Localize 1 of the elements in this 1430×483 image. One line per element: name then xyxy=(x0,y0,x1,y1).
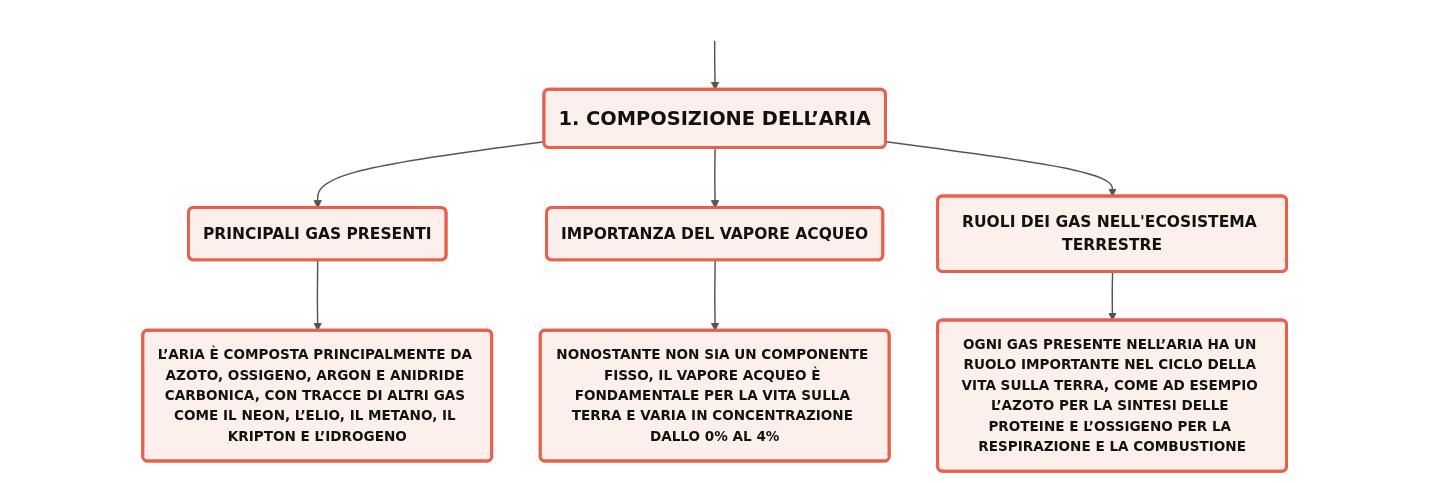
arrow xyxy=(1108,271,1117,321)
